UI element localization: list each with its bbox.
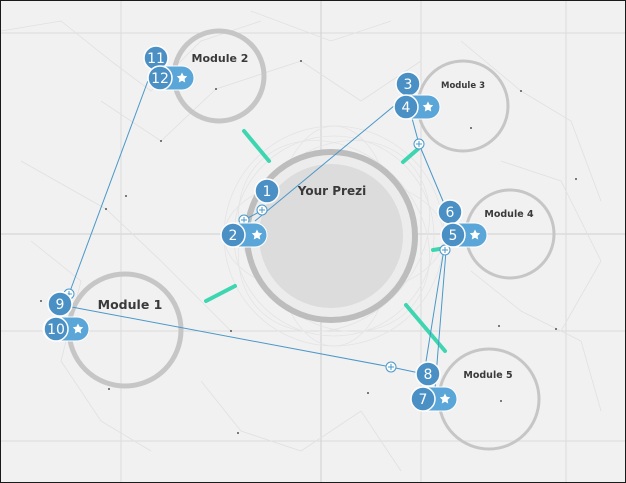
star-icon xyxy=(251,229,263,240)
center-title: Your Prezi xyxy=(297,184,366,198)
step-badge-8-number: 8 xyxy=(424,367,433,383)
center-frame[interactable]: Your Prezi xyxy=(244,149,418,323)
step-badge-8[interactable]: 8 xyxy=(415,361,441,387)
module-3-label: Module 3 xyxy=(441,81,485,91)
module-5-label: Module 5 xyxy=(463,370,512,381)
step-badge-6[interactable]: 6 xyxy=(437,199,463,225)
step-pill-10-number: 10 xyxy=(47,322,65,338)
step-pill-2-number: 2 xyxy=(229,228,238,244)
step-badge-9[interactable]: 9 xyxy=(47,291,73,317)
step-pill-2[interactable]: 2 xyxy=(220,222,268,248)
step-pill-4[interactable]: 4 xyxy=(393,94,441,120)
star-icon xyxy=(72,323,84,334)
step-pill-5[interactable]: 5 xyxy=(440,222,488,248)
background-network xyxy=(1,10,602,472)
star-icon xyxy=(469,229,481,240)
step-badge-11-number: 11 xyxy=(147,51,165,67)
background-dots xyxy=(40,60,577,434)
step-badge-6-number: 6 xyxy=(446,205,455,221)
star-icon xyxy=(422,101,434,112)
step-pill-5-number: 5 xyxy=(449,228,458,244)
step-pill-7[interactable]: 7 xyxy=(410,386,458,412)
step-badge-1[interactable]: 1 xyxy=(254,178,280,204)
step-badge-1-number: 1 xyxy=(263,184,272,200)
step-pill-10[interactable]: 10 xyxy=(42,316,90,342)
module-2-label: Module 2 xyxy=(192,52,249,65)
step-pill-4-number: 4 xyxy=(402,100,411,116)
plus-circle-icon[interactable] xyxy=(439,244,451,256)
step-badge-3[interactable]: 3 xyxy=(395,71,421,97)
plus-circle-icon[interactable] xyxy=(385,361,397,373)
step-badge-3-number: 3 xyxy=(404,77,413,93)
step-pill-12[interactable]: 12 xyxy=(147,65,195,91)
star-icon xyxy=(176,72,188,83)
path-lines xyxy=(60,58,449,402)
step-badge-11[interactable]: 11 xyxy=(143,45,169,71)
step-badge-9-number: 9 xyxy=(56,297,65,313)
plus-circle-icon[interactable] xyxy=(256,204,268,216)
step-pill-12-number: 12 xyxy=(151,71,169,87)
module-4-label: Module 4 xyxy=(484,209,534,220)
plus-circle-icon[interactable] xyxy=(413,138,425,150)
star-icon xyxy=(439,393,451,404)
module-1-label: Module 1 xyxy=(98,297,163,312)
step-pill-7-number: 7 xyxy=(419,392,428,408)
